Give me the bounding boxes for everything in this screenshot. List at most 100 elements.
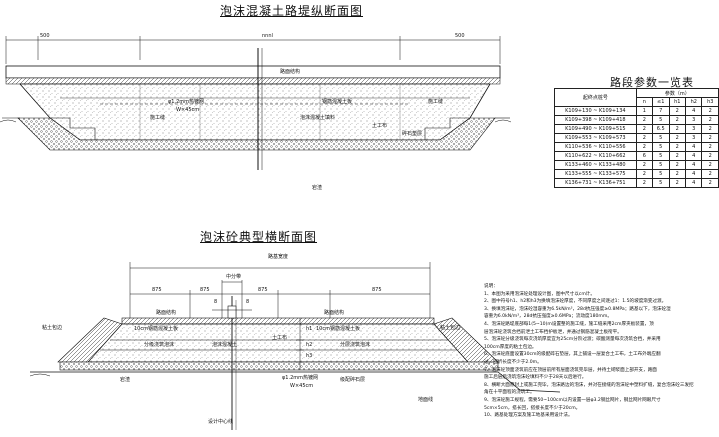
params-cell: 4 — [684, 142, 703, 152]
params-cell: 2 — [668, 115, 687, 125]
mesh-label: φ1.2mm热镀网 — [282, 375, 318, 381]
layer-1-label: 分级浇筑泡沫 — [144, 342, 175, 348]
params-cell: 4 — [684, 169, 703, 179]
long-section-title: 泡沫混凝土路堤纵断面图 — [220, 4, 364, 18]
note-item: 100cm厚度的粘土包边。 — [484, 344, 537, 350]
note-item: 2、图中符号h1、h2和h3为换填泡沫砼厚度，不同厚度之间逐过1：1.5的坡度渐… — [484, 299, 667, 305]
construction-joint-label: 施工缝 — [428, 99, 444, 105]
params-header-range: 起终点桩号 — [554, 88, 637, 107]
params-cell: 5 — [651, 160, 670, 170]
params-cell: 2 — [701, 169, 719, 179]
params-cell: 7 — [651, 106, 670, 116]
params-cell: 2 — [668, 133, 687, 143]
params-cell: 2 — [668, 124, 687, 134]
dim-left: 500 — [40, 33, 50, 39]
params-cell: 2 — [701, 160, 719, 170]
plate-left-label: 10cm钢筋混凝土板 — [134, 326, 178, 332]
roadbed-width-label: 路基宽度 — [268, 254, 289, 260]
design-centerline-label: 设计中心线 — [208, 419, 234, 425]
dim-875: 875 — [200, 287, 210, 293]
params-cell: 4 — [684, 178, 703, 188]
params-cell: 2 — [668, 151, 687, 161]
params-cell: 2 — [668, 178, 687, 188]
h2-label: h2 — [306, 342, 313, 348]
pavement-left-label: 路面结构 — [156, 310, 177, 316]
note-item: 层泡沫砼浇筑合挡前泄土工布挡护板泄，并通过钢筋混凝土板衔平。 — [484, 329, 622, 335]
params-cell: 2 — [635, 178, 653, 188]
params-cell: 3 — [684, 124, 703, 134]
params-cell: 2 — [701, 106, 719, 116]
params-cell: K110+536 ~ K110+556 — [554, 142, 637, 152]
dim-875: 875 — [258, 287, 268, 293]
ground-line-label: 地面线 — [418, 397, 434, 403]
params-cell: 5 — [651, 115, 670, 125]
params-cell: 2 — [668, 106, 687, 116]
note-item: 5cm×5cm，搭长回，搭接长度不少于20cm。 — [484, 405, 581, 411]
params-cell: K109+553 ~ K109+573 — [554, 133, 637, 143]
layer-3-label: 分层浇筑泡沫 — [340, 342, 371, 348]
construction-joint-label-2: 施工缝 — [150, 115, 166, 121]
params-cell: 5 — [651, 178, 670, 188]
params-cell: 2 — [635, 142, 653, 152]
cross-section-title: 泡沫砼典型横断面图 — [200, 230, 318, 244]
layer-2-label: 泡沫混凝土 — [212, 342, 238, 348]
note-item: 施工后层后浇筑泡沫砼填料不少于28天以后进行。 — [484, 375, 587, 381]
slope-left-label: 粘土包边 — [42, 325, 63, 331]
h1-label: h1 — [306, 326, 313, 332]
note-item: 1、本图为采用泡沫砼处理设计图，图中尺寸以cm计。 — [484, 291, 595, 297]
note-item: 9、泡沫砼施工规程，需要50~100cm以内设置一层φ3.2钢丝网片，钢丝网片网… — [484, 397, 661, 403]
params-col: h3 — [701, 97, 719, 107]
params-cell: 2 — [635, 133, 653, 143]
params-header-group: 参数（m） — [635, 88, 719, 98]
steel-mesh-label: 钢筋混凝土板 — [322, 99, 353, 105]
gravel-label: 级配碎石层 — [340, 377, 366, 383]
params-cell: 2 — [668, 142, 687, 152]
foam-fill-label: 泡沫混凝土填料 — [300, 115, 336, 121]
params-cell: 4 — [684, 106, 703, 116]
params-cell: 2 — [701, 133, 719, 143]
note-item: 4、泡沫砼路堤底部每1(5~10)m设置整的施工缝，施工缝采用2cm厚夹板装置，… — [484, 321, 654, 327]
params-col: n — [635, 97, 653, 107]
notes-title: 说明： — [484, 284, 498, 289]
note-item: 容重为6.0kN/m³，28d抗压强度≥0.6MPa；流动度180mm。 — [484, 314, 612, 320]
params-cell: 6.5 — [651, 124, 670, 134]
params-cell: 5 — [651, 151, 670, 161]
params-cell: K109+130 ~ K109+134 — [554, 106, 637, 116]
dim-small: 8 — [214, 299, 218, 305]
params-cell: 2 — [668, 160, 687, 170]
params-cell: 6 — [635, 151, 653, 161]
params-cell: 3 — [684, 133, 703, 143]
dim-875: 875 — [372, 287, 382, 293]
params-cell: 2 — [701, 115, 719, 125]
params-cell: 2 — [701, 142, 719, 152]
params-cell: 2 — [701, 178, 719, 188]
dim-right: 500 — [455, 33, 465, 39]
gravel-layer-label: 碎石垫层 — [402, 131, 423, 137]
note-item: 3、换填泡沫砼，泡沫砼湿容重为6.5kN/m³，28d抗压强度≥0.8MPa；路… — [484, 306, 671, 312]
pavement-label: 路面结构 — [280, 69, 301, 75]
params-cell: 2 — [635, 124, 653, 134]
params-cell: K110+622 ~ K110+662 — [554, 151, 637, 161]
params-cell: K109+398 ~ K109+418 — [554, 115, 637, 125]
params-cell: 3 — [684, 115, 703, 125]
params-cell: 5 — [651, 142, 670, 152]
pavement-right-label: 路面结构 — [324, 310, 345, 316]
params-col: ≤1 — [651, 97, 670, 107]
params-table-title: 路段参数一览表 — [610, 76, 694, 89]
median-label: 中分带 — [226, 274, 242, 280]
params-cell: 4 — [684, 160, 703, 170]
note-item: 6、泡沫砼底面设置30cm的级配碎石垫层，其上铺设一层复合土工布，土工布外端应翻 — [484, 352, 661, 358]
mesh-spec-label: W×45cm — [290, 383, 314, 389]
note-item: 10、路基处理方案及施工地基采用设计法。 — [484, 413, 573, 419]
mesh-label: φ1.2mm热镀网 — [168, 99, 204, 105]
dim-small: 8 — [246, 299, 250, 305]
plate-right-label: 10cm钢筋混凝土板 — [316, 326, 360, 332]
